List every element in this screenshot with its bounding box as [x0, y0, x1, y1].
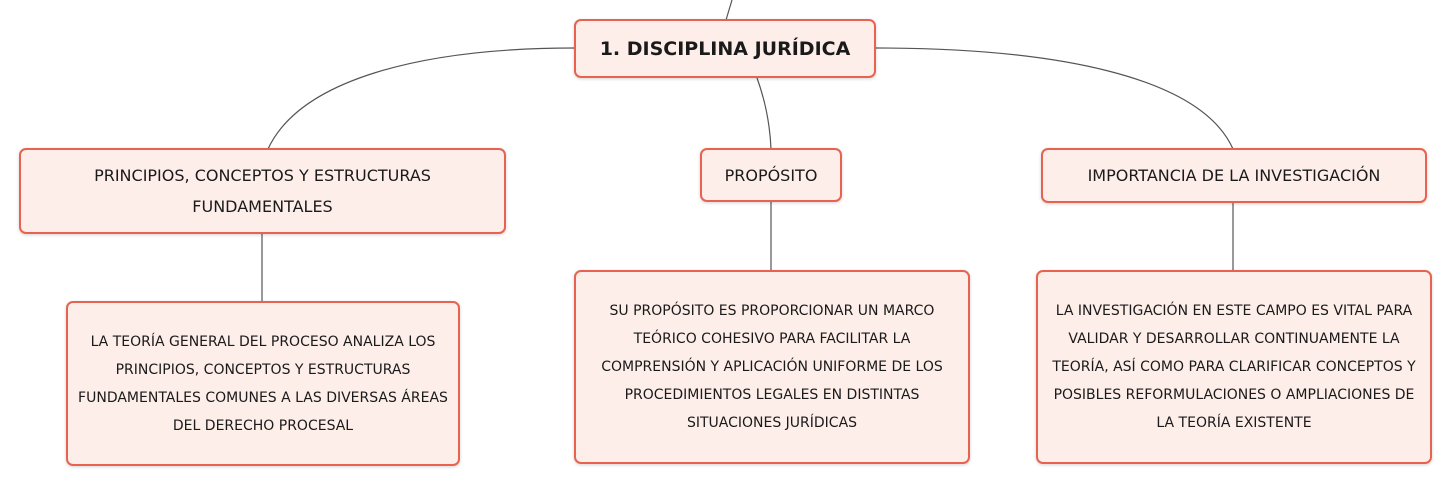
detail-proposito-text: SU PROPÓSITO ES PROPORCIONAR UN MARCO TE… — [601, 303, 943, 431]
branch-proposito-label: PROPÓSITO — [724, 165, 818, 185]
detail-importancia-text: LA INVESTIGACIÓN EN ESTE CAMPO ES VITAL … — [1052, 303, 1416, 431]
branch-proposito-node[interactable]: PROPÓSITO — [700, 148, 842, 202]
connector-root-to-importancia — [875, 47, 1234, 150]
connector-root-to-principios — [267, 47, 576, 150]
branch-importancia-node[interactable]: IMPORTANCIA DE LA INVESTIGACIÓN — [1041, 148, 1427, 203]
connector-root-to-proposito — [756, 77, 772, 150]
detail-principios-node[interactable]: LA TEORÍA GENERAL DEL PROCESO ANALIZA LO… — [66, 301, 460, 466]
root-node[interactable]: 1. DISCIPLINA JURÍDICA — [574, 19, 876, 78]
branch-principios-label: PRINCIPIOS, CONCEPTOS Y ESTRUCTURAS FUND… — [94, 166, 431, 216]
connector-parent-to-root — [725, 0, 733, 21]
detail-importancia-node[interactable]: LA INVESTIGACIÓN EN ESTE CAMPO ES VITAL … — [1036, 270, 1432, 464]
root-node-label: 1. DISCIPLINA JURÍDICA — [599, 37, 851, 60]
branch-importancia-label: IMPORTANCIA DE LA INVESTIGACIÓN — [1087, 166, 1381, 185]
detail-principios-text: LA TEORÍA GENERAL DEL PROCESO ANALIZA LO… — [78, 333, 448, 434]
branch-principios-node[interactable]: PRINCIPIOS, CONCEPTOS Y ESTRUCTURAS FUND… — [19, 148, 506, 234]
detail-proposito-node[interactable]: SU PROPÓSITO ES PROPORCIONAR UN MARCO TE… — [574, 270, 970, 464]
